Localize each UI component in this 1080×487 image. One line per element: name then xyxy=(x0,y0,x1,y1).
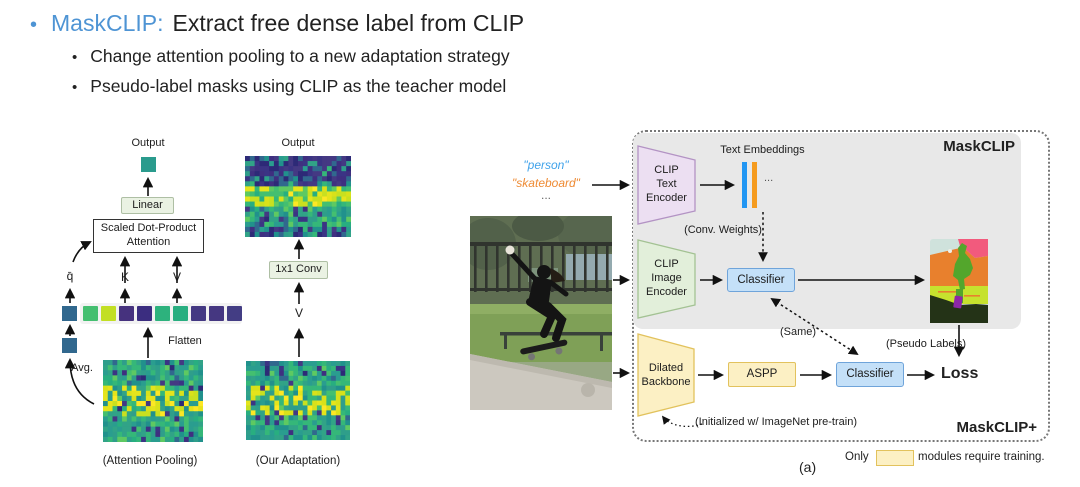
prompt-person: "person" xyxy=(523,158,569,172)
feature-token xyxy=(227,306,242,321)
q-label: q̄ xyxy=(66,269,74,283)
k-label: K xyxy=(120,270,129,284)
feature-token xyxy=(137,306,152,321)
title-text: Extract free dense label from CLIP xyxy=(172,10,525,36)
bullet-glyph: • xyxy=(72,49,78,66)
bullet-glyph: • xyxy=(72,79,78,96)
classifier-top-box: Classifier xyxy=(727,268,795,292)
pseudo-labels-label: (Pseudo Labels) xyxy=(885,338,967,350)
linear-box: Linear xyxy=(121,197,174,214)
v2-label: V xyxy=(294,306,303,320)
feature-token xyxy=(191,306,206,321)
feature-token xyxy=(119,306,134,321)
output-token xyxy=(141,157,156,172)
feature-token xyxy=(83,306,98,321)
prompt-skateboard: "skateboard" xyxy=(512,176,580,190)
title-bullet: • xyxy=(30,14,38,36)
embedding-bar-orange xyxy=(752,162,757,208)
bullet-item-1: • Change attention pooling to a new adap… xyxy=(72,46,510,67)
legend-yellow-swatch xyxy=(876,450,914,466)
bullet-item-2: • Pseudo-label masks using CLIP as the t… xyxy=(72,76,506,97)
token-strip xyxy=(80,303,242,324)
embeddings-ellipsis: ... xyxy=(764,172,774,184)
heatmap-adapt-input xyxy=(246,361,350,440)
input-photo xyxy=(470,216,612,410)
clip-text-encoder-shape xyxy=(637,145,696,225)
clip-text-encoder-label: CLIP Text Encoder xyxy=(646,164,687,204)
maskclip-title: MaskCLIP xyxy=(943,138,1015,155)
same-label: (Same) xyxy=(779,326,817,338)
clip-image-encoder-shape xyxy=(637,239,696,319)
flatten-label: Flatten xyxy=(168,335,202,347)
classifier-bottom-box: Classifier xyxy=(836,362,904,387)
legend-text: modules require training. xyxy=(918,451,1045,463)
title-accent: MaskCLIP: xyxy=(51,10,164,36)
prompt-ellipsis: ... xyxy=(540,188,551,202)
avg-label: Avg. xyxy=(71,362,93,374)
attention-box: Scaled Dot-Product Attention xyxy=(93,219,204,253)
embedding-bar-blue xyxy=(742,162,747,208)
loss-label: Loss xyxy=(941,365,979,382)
bullet-text-2: Pseudo-label masks using CLIP as the tea… xyxy=(90,76,507,96)
bullet-text-1: Change attention pooling to a new adapta… xyxy=(90,46,510,66)
dilated-backbone-label: Dilated Backbone xyxy=(641,362,691,388)
conv-weights-label: (Conv. Weights) xyxy=(684,224,762,236)
figure-caption-a: (a) xyxy=(799,459,817,475)
clip-image-encoder-label: CLIP Image Encoder xyxy=(646,258,687,298)
heatmap-attn-input xyxy=(103,360,203,442)
legend-only: Only xyxy=(845,451,869,463)
segmentation-map xyxy=(930,239,988,323)
aspp-box: ASPP xyxy=(728,362,796,387)
feature-token xyxy=(173,306,188,321)
feature-token xyxy=(209,306,224,321)
caption-attention-pooling: (Attention Pooling) xyxy=(102,455,198,467)
init-note-label: (Initialized w/ ImageNet pre-train) xyxy=(694,416,857,428)
maskclip-plus-title: MaskCLIP+ xyxy=(956,419,1037,436)
feature-token xyxy=(101,306,116,321)
caption-our-adaptation: (Our Adaptation) xyxy=(255,455,341,467)
avg-token xyxy=(62,338,77,353)
v-label: V xyxy=(172,270,181,284)
output-label-2: Output xyxy=(281,137,315,149)
output-label-1: Output xyxy=(131,137,165,149)
slide-title: • MaskCLIP: Extract free dense label fro… xyxy=(30,10,524,37)
feature-token xyxy=(155,306,170,321)
heatmap-output xyxy=(245,156,351,237)
text-embeddings-label: Text Embeddings xyxy=(720,144,805,156)
token-first xyxy=(62,306,77,321)
conv-box: 1x1 Conv xyxy=(269,261,328,279)
dilated-backbone-shape xyxy=(637,333,695,417)
